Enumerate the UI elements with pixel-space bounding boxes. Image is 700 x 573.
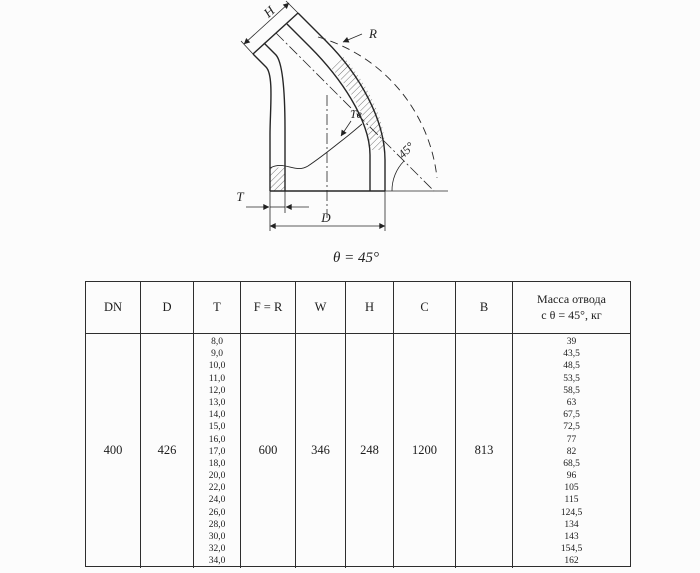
header-cell-mass: Масса отвода с θ = 45°, кг [513, 282, 630, 333]
hatch-section-bend-wall [330, 55, 385, 150]
header-cell-c: C [394, 282, 456, 333]
cell-w-value: 346 [296, 334, 346, 568]
label-tb: Tв [350, 107, 362, 121]
header-cell-d: D [141, 282, 194, 333]
dimensions-table: DN D T F = R W H C B Масса отвода с θ = … [85, 281, 631, 568]
label-d: D [320, 210, 331, 225]
theta-caption: θ = 45° [333, 250, 379, 266]
header-cell-f-r: F = R [241, 282, 296, 333]
elbow-drawing: H R Tв 45° T D θ = 45° [236, 0, 448, 266]
header-cell-t: T [194, 282, 241, 333]
header-cell-w: W [296, 282, 346, 333]
label-angle-45: 45° [395, 139, 417, 161]
cell-c-value: 1200 [394, 334, 456, 568]
mass-header-line1: Масса отвода [537, 291, 606, 306]
radius-arc [317, 36, 438, 179]
dimension-d [269, 191, 386, 231]
cell-d-value: 426 [141, 334, 194, 568]
radius-leader [342, 33, 363, 43]
label-h: H [260, 3, 278, 22]
cell-h-value: 248 [346, 334, 394, 568]
centerline-angled [275, 32, 435, 192]
cell-f-r-value: 600 [241, 334, 296, 568]
cell-b-value: 813 [456, 334, 513, 568]
wall-thickness-leader [340, 120, 352, 137]
break-line [269, 123, 363, 170]
cell-dn-value: 400 [86, 334, 141, 568]
label-r: R [368, 26, 377, 41]
table-header-row: DN D T F = R W H C B Масса отвода с θ = … [86, 282, 630, 334]
hatch-section-left-wall [270, 166, 285, 191]
elbow-outline [252, 12, 386, 192]
header-cell-h: H [346, 282, 394, 333]
dimension-h [240, 0, 299, 55]
header-cell-b: B [456, 282, 513, 333]
angle-arc [391, 160, 405, 192]
header-cell-dn: DN [86, 282, 141, 333]
mass-header-line2: с θ = 45°, кг [541, 307, 602, 322]
label-t: T [236, 189, 244, 204]
dimension-t [246, 191, 309, 213]
